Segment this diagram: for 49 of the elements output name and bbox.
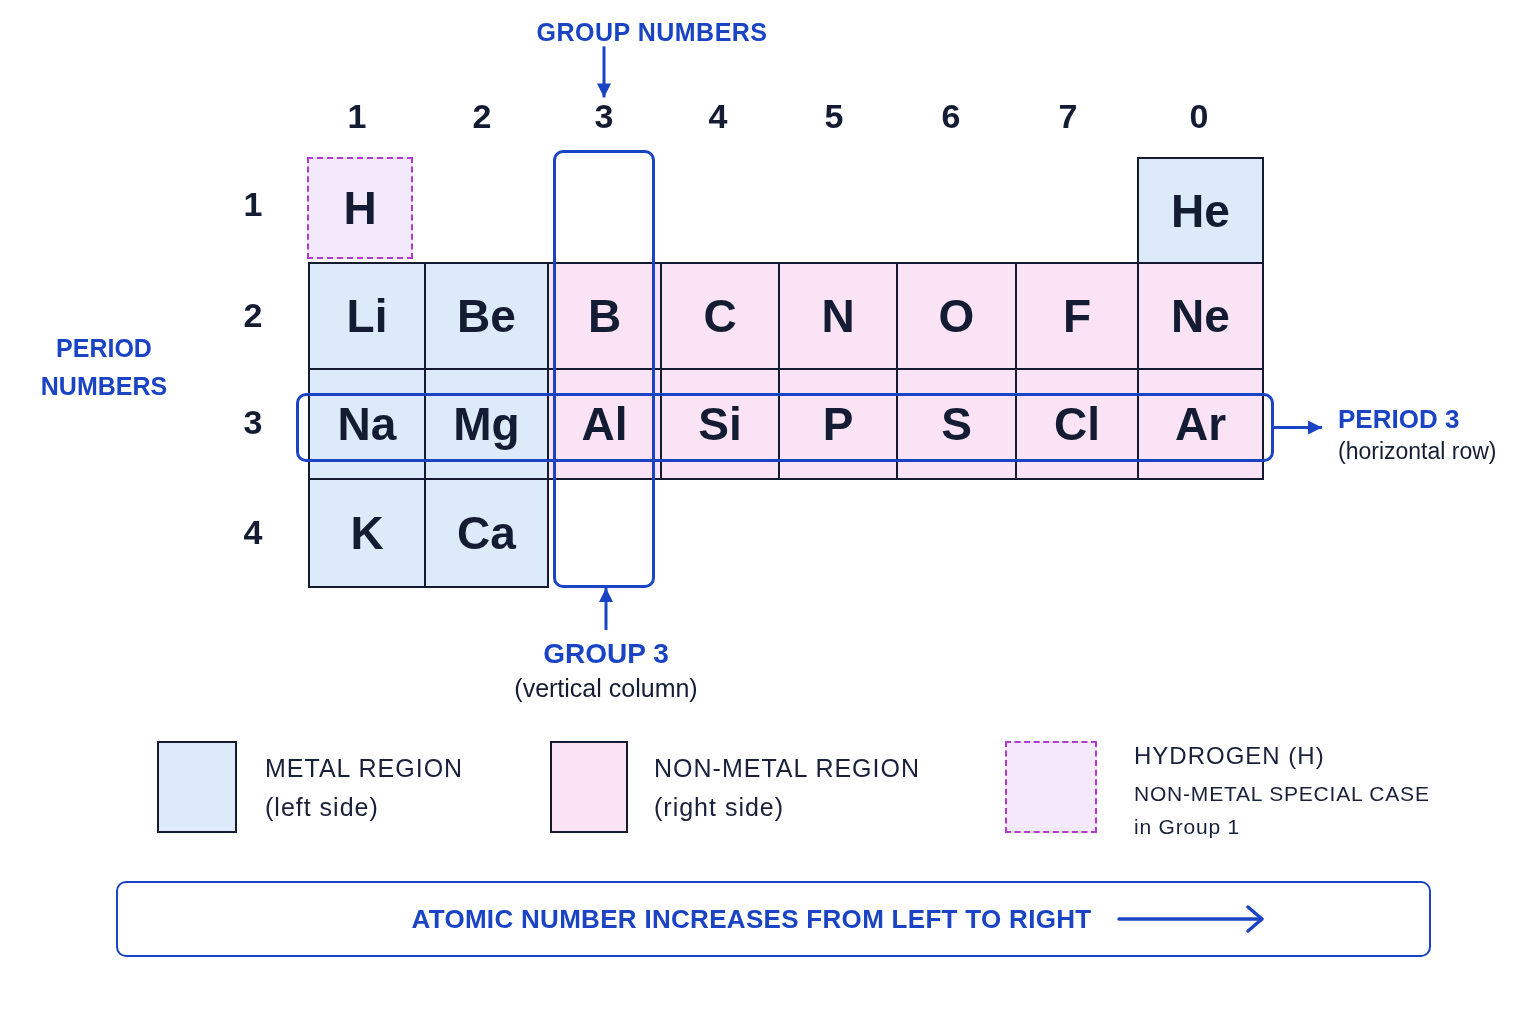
element-cell: Na bbox=[308, 368, 426, 480]
legend-note: NON-METAL SPECIAL CASE in Group 1 bbox=[1134, 781, 1431, 840]
arrow bbox=[599, 588, 613, 630]
element-cell: Ca bbox=[424, 478, 549, 588]
period-number: 4 bbox=[243, 513, 263, 553]
element-cell: N bbox=[778, 262, 898, 370]
element-cell: S bbox=[896, 368, 1017, 480]
element-cell: Mg bbox=[424, 368, 549, 480]
period-numbers-heading: PERIOD NUMBERS bbox=[39, 332, 169, 401]
group-number: 0 bbox=[1189, 97, 1209, 137]
element-cell: H bbox=[307, 157, 413, 259]
element-cell: Al bbox=[547, 368, 662, 480]
legend-text: HYDROGEN (H) bbox=[1134, 741, 1325, 771]
period-callout-title: PERIOD 3 bbox=[1338, 403, 1461, 436]
group-highlight-frame bbox=[553, 150, 655, 588]
element-cell: Ne bbox=[1137, 262, 1264, 370]
element-cell: He bbox=[1137, 157, 1264, 264]
period-number: 1 bbox=[243, 185, 263, 225]
arrow bbox=[1274, 420, 1322, 435]
period-callout-note: (horizontal row) bbox=[1338, 436, 1497, 466]
group-number: 7 bbox=[1058, 97, 1078, 137]
element-cell: P bbox=[778, 368, 898, 480]
element-cell: Cl bbox=[1015, 368, 1139, 480]
period-highlight-frame bbox=[296, 393, 1274, 462]
arrow bbox=[597, 46, 611, 98]
element-cell: O bbox=[896, 262, 1017, 370]
period-number: 3 bbox=[243, 403, 263, 443]
element-cell: F bbox=[1015, 262, 1139, 370]
element-cell: Ar bbox=[1137, 368, 1264, 480]
group-number: 5 bbox=[824, 97, 844, 137]
group-number: 6 bbox=[941, 97, 961, 137]
group-number: 3 bbox=[594, 97, 614, 137]
info-banner bbox=[116, 881, 1431, 957]
element-cell: Li bbox=[308, 262, 426, 370]
element-cell: C bbox=[660, 262, 780, 370]
element-cell: Be bbox=[424, 262, 549, 370]
group-callout-note: (vertical column) bbox=[514, 673, 698, 705]
legend-text: NON-METAL REGION (right side) bbox=[654, 753, 921, 823]
group-number: 4 bbox=[708, 97, 728, 137]
element-cell: Si bbox=[660, 368, 780, 480]
group-callout-title: GROUP 3 bbox=[542, 637, 670, 671]
legend-text: METAL REGION (left side) bbox=[265, 753, 465, 823]
group-number: 1 bbox=[347, 97, 367, 137]
element-cell: B bbox=[547, 262, 662, 370]
banner-text: ATOMIC NUMBER INCREASES FROM LEFT TO RIGHT bbox=[411, 903, 1092, 935]
group-number: 2 bbox=[472, 97, 492, 137]
element-cell: K bbox=[308, 478, 426, 588]
period-number: 2 bbox=[243, 296, 263, 336]
group-numbers-heading: GROUP NUMBERS bbox=[536, 17, 768, 47]
